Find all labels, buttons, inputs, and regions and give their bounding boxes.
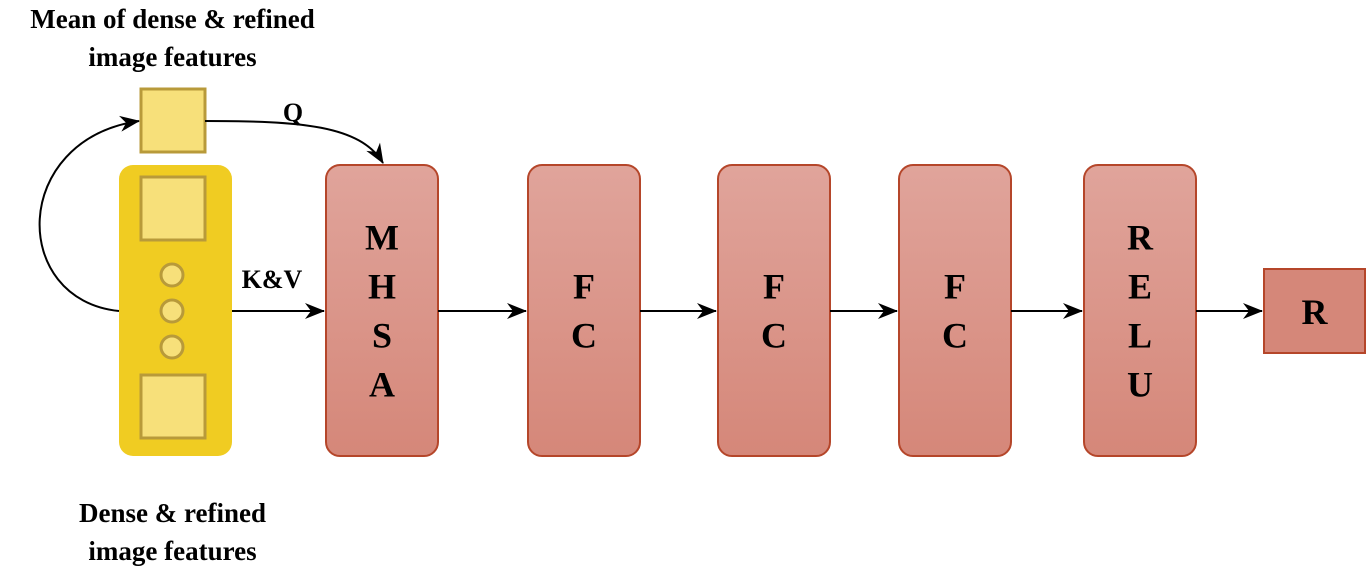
relu-letter-1: R <box>1127 218 1154 258</box>
output-box <box>1263 268 1366 354</box>
relu-letter-4: U <box>1127 365 1153 405</box>
mhsa-block-box <box>325 164 439 457</box>
mhsa-letter-3: S <box>372 316 392 356</box>
ellipsis-dot-3 <box>159 334 185 360</box>
mean-feature-cell <box>139 87 207 154</box>
mean-pooling-arrow <box>38 115 140 312</box>
dense-features-caption-line-2: image features <box>88 536 257 566</box>
fc1-block-box <box>527 164 641 457</box>
dense-features-caption-line-1: Dense & refined <box>79 498 266 528</box>
fc1-letter-2: C <box>571 316 597 356</box>
output-label: R <box>1302 292 1329 332</box>
dense-feature-cell-top <box>139 175 207 242</box>
fc1-letter-1: F <box>573 267 595 307</box>
ellipsis-dot-2 <box>159 298 185 324</box>
fc1-block: FC <box>527 164 641 457</box>
query-arrow <box>204 120 384 164</box>
fc2-block: FC <box>717 164 831 457</box>
fc2-block-box <box>717 164 831 457</box>
fc2-letter-2: C <box>761 316 787 356</box>
mean-features-caption-line-2: image features <box>88 42 257 72</box>
fc3-block: FC <box>898 164 1012 457</box>
dense-feature-cell-bottom <box>139 373 207 440</box>
fc3-letter-1: F <box>944 267 966 307</box>
mhsa-letter-4: A <box>369 365 395 405</box>
mean-features-caption: Mean of dense & refined image features <box>0 0 345 76</box>
fc2-letter-1: F <box>763 267 785 307</box>
dense-features-caption: Dense & refined image features <box>35 494 310 570</box>
mhsa-letter-1: M <box>365 218 399 258</box>
relu-letter-3: L <box>1128 316 1152 356</box>
mhsa-letter-2: H <box>368 267 396 307</box>
fc3-block-box <box>898 164 1012 457</box>
query-label: Q <box>283 98 303 127</box>
key-value-label: K&V <box>242 265 303 294</box>
mean-features-caption-line-1: Mean of dense & refined <box>30 4 315 34</box>
relu-letter-2: E <box>1128 267 1152 307</box>
relu-block-box <box>1083 164 1197 457</box>
ellipsis-dot-1 <box>159 262 185 288</box>
fc3-letter-2: C <box>942 316 968 356</box>
